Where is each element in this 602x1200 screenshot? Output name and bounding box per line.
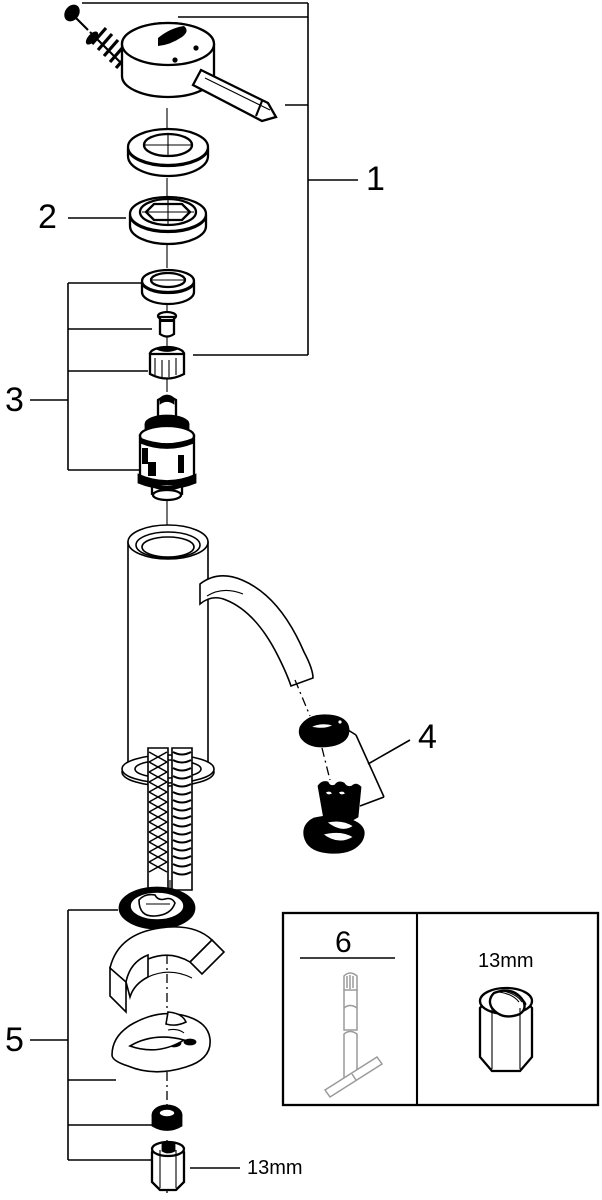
aerator-mousseur-part	[294, 679, 350, 781]
cartridge-part	[137, 394, 197, 502]
callout-bracket-5	[30, 909, 152, 1161]
mounting-bracket-lower-part	[111, 1011, 211, 1073]
collar-nut-part	[128, 195, 208, 246]
faucet-body-part	[121, 524, 314, 787]
assembly-tool-illustration	[323, 972, 384, 1099]
aerator-key-part	[303, 781, 365, 854]
callout-label-5: 5	[5, 1021, 24, 1059]
handle-cap-ring-part	[126, 127, 210, 178]
callout-bracket-4	[336, 722, 411, 807]
inset-box-frame	[281, 911, 600, 1107]
mounting-bracket-upper-part	[109, 926, 226, 1014]
seal-washer-part	[118, 886, 196, 930]
handle-lever-assembly	[64, 4, 278, 123]
spacer-part	[151, 1104, 183, 1131]
callout-label-3: 3	[5, 381, 24, 419]
callout-label-1: 1	[366, 160, 385, 198]
inset-panel-right-label: 13mm	[478, 950, 534, 972]
callout-bracket-3	[30, 282, 152, 471]
handle-arm-part	[191, 68, 278, 123]
hex-nut-part	[150, 1140, 186, 1192]
grub-screw-part	[64, 4, 89, 31]
size-label-13mm-main: 13mm	[247, 1157, 303, 1179]
callout-label-2: 2	[38, 198, 57, 236]
cartridge-retaining-nut-part	[148, 345, 186, 380]
callout-bracket-1	[82, 2, 358, 356]
cartridge-pin-part	[156, 310, 178, 338]
hex-socket-illustration	[478, 986, 534, 1073]
inset-panel-left-label: 6	[335, 926, 352, 959]
cartridge-cap-ring-part	[140, 268, 196, 306]
callout-label-4: 4	[418, 718, 437, 756]
